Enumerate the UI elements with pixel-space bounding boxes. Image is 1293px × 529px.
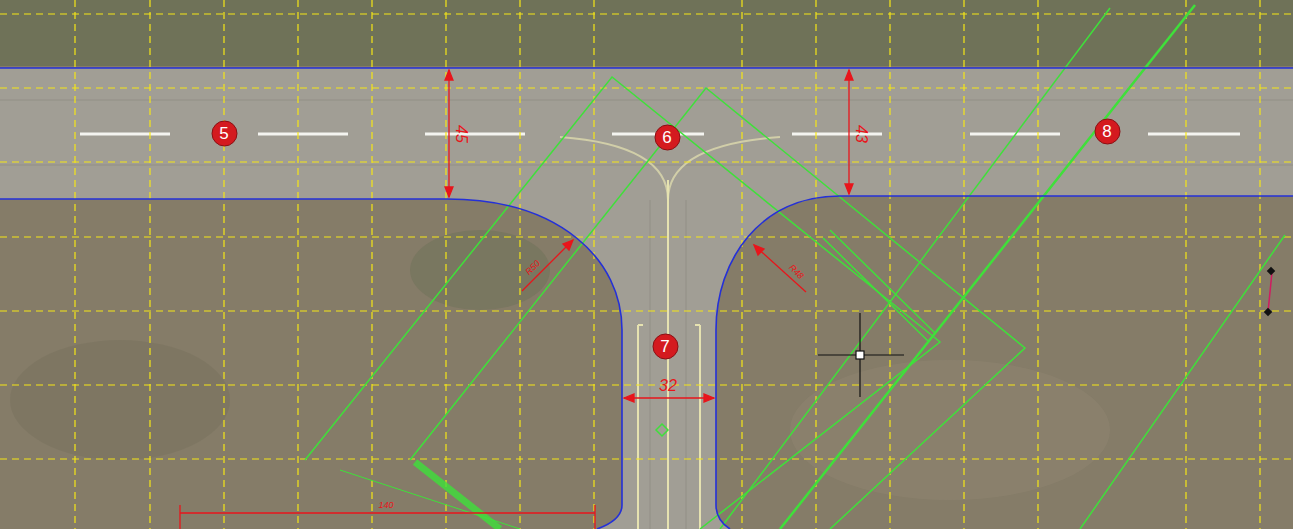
dimension-label: 43: [853, 125, 869, 143]
dimension-label: 140: [378, 501, 393, 510]
callout-circle: 7: [652, 333, 679, 360]
pavement-joints: [0, 100, 1293, 529]
pavement-edge: [0, 68, 1293, 529]
taxiway-markings: [560, 137, 780, 529]
hatched-band: [415, 462, 500, 529]
callout-number: 8: [1102, 123, 1111, 140]
green-outlines: [305, 5, 1285, 529]
grass-strip: [0, 0, 1293, 66]
callout-circle: 5: [211, 120, 238, 147]
callout-circle: 8: [1094, 118, 1121, 145]
callout-number: 7: [660, 338, 669, 355]
cursor: [818, 313, 904, 397]
dimension-label: 32: [659, 378, 677, 394]
callout-number: 6: [662, 129, 671, 146]
callout-circle: 6: [654, 124, 681, 151]
grip-marker: [1264, 267, 1275, 316]
ground-patch: [10, 340, 230, 460]
ground-patch: [790, 360, 1110, 500]
callout-number: 5: [219, 125, 228, 142]
dimension-lines: [180, 70, 853, 529]
dimension-label: 45: [453, 125, 469, 143]
pavement: [0, 68, 1293, 529]
